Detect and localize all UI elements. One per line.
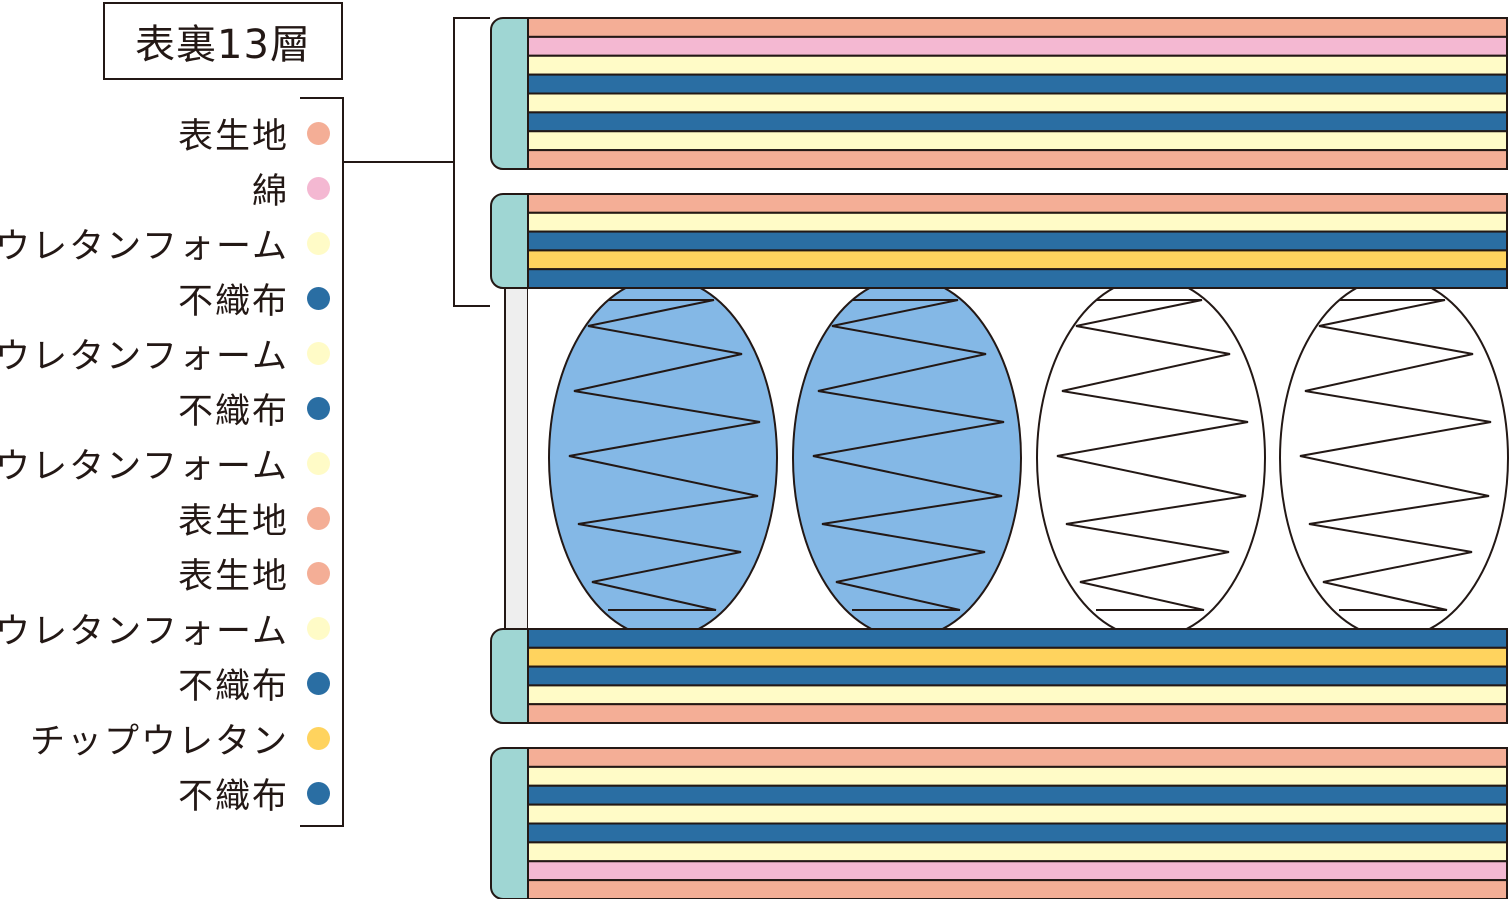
- legend-item: 表生地: [178, 546, 330, 601]
- layer-band: [527, 646, 1508, 668]
- stack-outline: [527, 17, 1508, 170]
- layer-stack-upper-pad: [490, 193, 1508, 290]
- layer-band: [527, 747, 1508, 768]
- layer-band: [527, 35, 1508, 57]
- layer-band: [527, 841, 1508, 863]
- stack-bracket: [453, 17, 490, 307]
- pocket-spring: [1279, 277, 1509, 639]
- pocket-spring: [548, 277, 778, 639]
- layer-band: [527, 73, 1508, 95]
- legend-color-dot: [307, 177, 330, 200]
- layer-band: [527, 149, 1508, 170]
- legend-label: ウレタンフォーム: [0, 447, 289, 487]
- spring-coil: [812, 299, 1005, 611]
- layer-band: [527, 765, 1508, 787]
- layer-band: [527, 703, 1508, 725]
- legend-label: 不織布: [177, 282, 289, 322]
- legend-label: チップウレタン: [29, 722, 289, 762]
- layer-band: [527, 111, 1508, 133]
- legend-item: 不織布: [178, 656, 330, 711]
- legend-color-dot: [307, 617, 330, 640]
- legend-color-dot: [307, 122, 330, 145]
- legend-item: 表生地: [178, 491, 330, 546]
- legend-item: 表生地: [178, 106, 330, 161]
- layer-band: [527, 628, 1508, 649]
- layer-band: [527, 784, 1508, 806]
- layer-band: [527, 130, 1508, 152]
- layer-band: [527, 230, 1508, 252]
- legend-label: ウレタンフォーム: [0, 612, 289, 652]
- layer-band: [527, 684, 1508, 706]
- legend-label: 不織布: [177, 392, 289, 432]
- legend-label: ウレタンフォーム: [0, 227, 289, 267]
- side-panel: [504, 285, 529, 632]
- pocket-spring: [1036, 277, 1266, 639]
- layer-band: [527, 860, 1508, 882]
- legend-color-dot: [307, 397, 330, 420]
- legend-label: 不織布: [177, 777, 289, 817]
- layer-band: [527, 193, 1508, 214]
- legend-color-dot: [307, 507, 330, 530]
- legend-item: 不織布: [178, 766, 330, 821]
- layer-band: [527, 268, 1508, 290]
- legend-item: ウレタンフォーム: [0, 436, 330, 491]
- legend-color-dot: [307, 287, 330, 310]
- legend-color-dot: [307, 232, 330, 255]
- layer-stack-lower-pad: [490, 628, 1508, 725]
- legend-label: 不織布: [177, 667, 289, 707]
- connector-lines: [300, 17, 490, 827]
- legend-label: ウレタンフォーム: [0, 337, 289, 377]
- stack-outline: [527, 193, 1508, 289]
- layer-band: [527, 879, 1508, 899]
- legend-color-dot: [307, 452, 330, 475]
- layer-band: [527, 92, 1508, 114]
- spring-coil: [1056, 299, 1249, 611]
- spring-coil: [568, 299, 761, 611]
- legend-item: ウレタンフォーム: [0, 216, 330, 271]
- legend-label: 表生地: [177, 502, 289, 542]
- legend-item: 不織布: [178, 381, 330, 436]
- legend-color-dot: [307, 342, 330, 365]
- legend-color-dot: [307, 672, 330, 695]
- layer-stack-bottom-pad: [490, 747, 1508, 899]
- layer-band: [527, 822, 1508, 844]
- layer-band: [527, 17, 1508, 38]
- layer-stack-top-pad: [490, 17, 1508, 170]
- pocket-spring: [792, 277, 1022, 639]
- legend-bracket: [300, 97, 344, 827]
- legend-label: 表生地: [177, 117, 289, 157]
- layer-band: [527, 249, 1508, 271]
- legend-color-dot: [307, 782, 330, 805]
- stack-outline: [527, 628, 1508, 724]
- spring-core: [504, 277, 1509, 639]
- legend-item: ウレタンフォーム: [0, 326, 330, 381]
- spring-coil: [1299, 299, 1492, 611]
- legend-item: 不織布: [178, 271, 330, 326]
- stack-outline: [527, 747, 1508, 899]
- layer-band: [527, 665, 1508, 687]
- layer-stacks: [490, 17, 1508, 899]
- legend-label: 綿: [251, 172, 289, 212]
- legend-color-dot: [307, 727, 330, 750]
- layer-band: [527, 803, 1508, 825]
- legend-item: 綿: [252, 161, 330, 216]
- layer-band: [527, 54, 1508, 76]
- legend-item: チップウレタン: [30, 711, 330, 766]
- diagram-title: 表裏13層: [103, 2, 343, 80]
- legend-color-dot: [307, 562, 330, 585]
- legend-item: ウレタンフォーム: [0, 601, 330, 656]
- layer-band: [527, 211, 1508, 233]
- legend-label: 表生地: [177, 557, 289, 597]
